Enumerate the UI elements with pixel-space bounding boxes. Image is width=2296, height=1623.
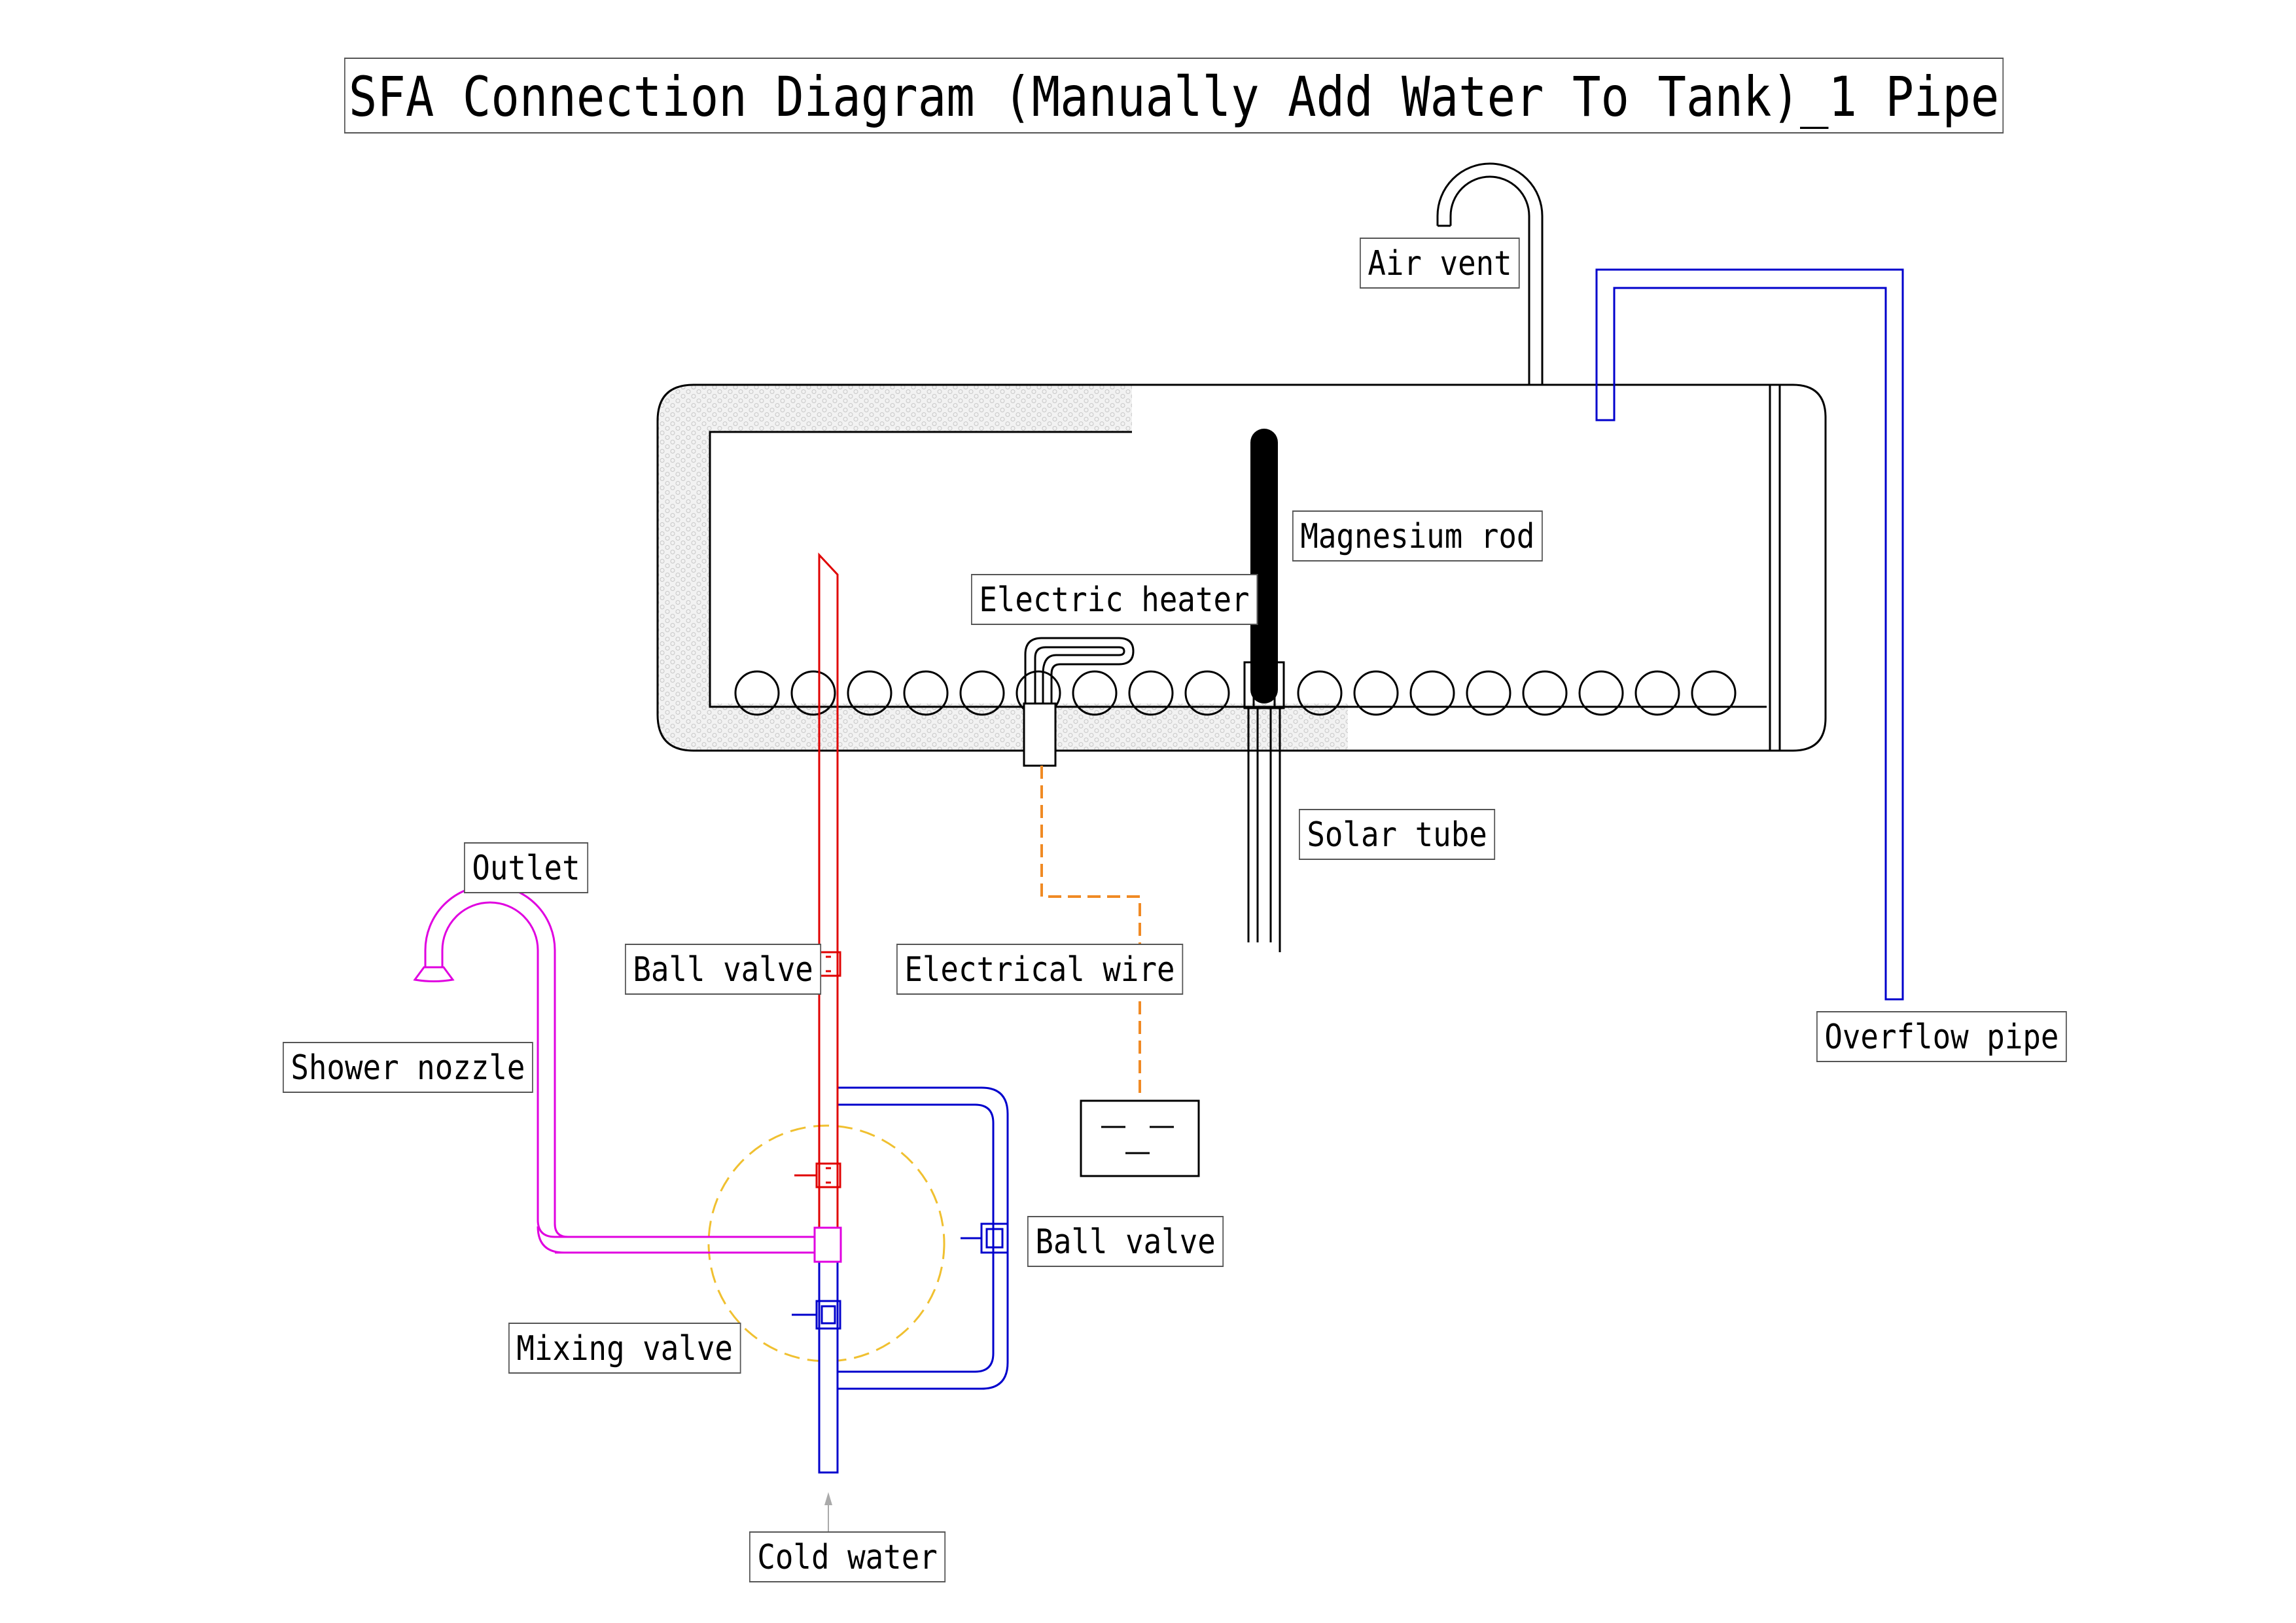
cold-water-arrow	[824, 1492, 832, 1531]
label-overflow-pipe: Overflow pipe	[1816, 1011, 2067, 1062]
label-solar-tube: Solar tube	[1299, 809, 1496, 860]
hot-water-pipe	[818, 552, 839, 1243]
electric-heater	[1023, 637, 1135, 767]
tube-openings	[734, 670, 1737, 716]
label-ball-valve-cold: Ball valve	[1027, 1216, 1224, 1267]
solar-tube	[1243, 661, 1285, 952]
electrical-wire	[1040, 766, 1141, 1099]
label-air-vent: Air vent	[1360, 238, 1521, 289]
shower-nozzle	[413, 966, 455, 982]
mixing-valve-hot-inlet	[794, 1162, 841, 1188]
label-shower-nozzle: Shower nozzle	[283, 1042, 533, 1093]
overflow-pipe	[1595, 268, 1904, 1001]
label-ball-valve-hot: Ball valve	[625, 944, 822, 995]
magnesium-rod	[1250, 429, 1278, 704]
tank-outer-shell	[656, 383, 1827, 752]
label-electrical-wire: Electrical wire	[896, 944, 1183, 995]
label-electric-heater: Electric heater	[971, 574, 1258, 625]
label-cold-water: Cold water	[749, 1531, 946, 1582]
tank-inner	[709, 431, 1767, 708]
label-outlet: Outlet	[464, 842, 588, 893]
label-mixing-valve: Mixing valve	[508, 1323, 741, 1374]
electrical-outlet-box	[1080, 1099, 1200, 1177]
mixing-valve-cold-inlet	[792, 1300, 841, 1330]
label-magnesium-rod: Magnesium rod	[1292, 510, 1543, 562]
mixing-valve-zone	[707, 1124, 945, 1363]
page-title: SFA Connection Diagram (Manually Add Wat…	[344, 58, 2004, 134]
cold-water-pipe	[818, 1086, 1009, 1474]
ball-valve-cold	[961, 1222, 1009, 1254]
air-vent-pipe	[1436, 162, 1544, 385]
tank	[656, 383, 1827, 752]
